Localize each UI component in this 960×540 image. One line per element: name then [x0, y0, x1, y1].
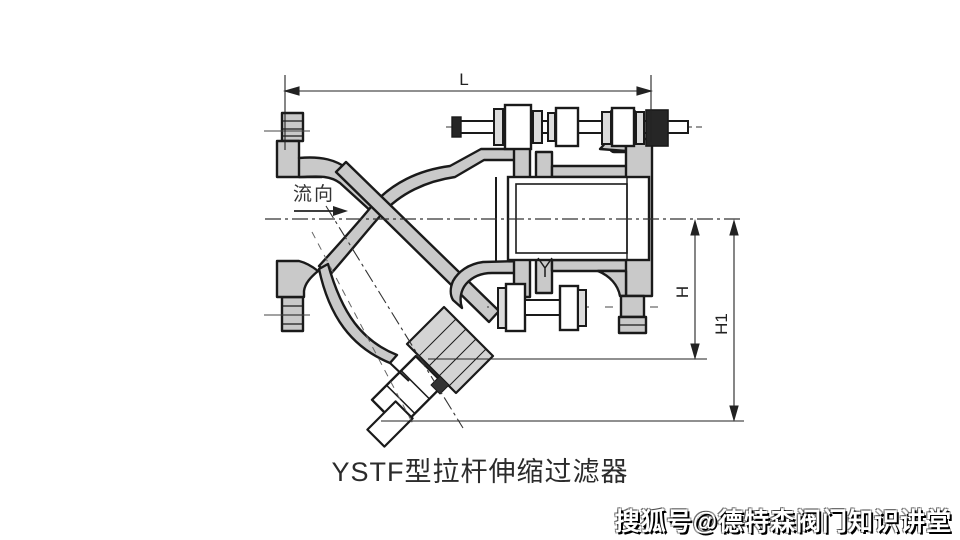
- chamber-bottom-wall: [449, 259, 525, 310]
- weld-mark: [537, 257, 553, 277]
- rod-end-nut: [645, 109, 669, 147]
- dim-label-H1: H1: [712, 313, 731, 335]
- figure-caption: YSTF型拉杆伸缩过滤器: [331, 457, 629, 487]
- flange-lower-plate: [275, 259, 320, 299]
- right-stud-upper: [619, 294, 646, 319]
- watermark-text: 搜狐号@德特森阀门知识讲堂: [614, 508, 952, 536]
- dimension-H1: H1: [381, 218, 744, 423]
- right-flange-gusset: [596, 269, 628, 298]
- arrowhead: [729, 405, 739, 423]
- washer: [493, 108, 504, 146]
- washer: [635, 111, 645, 145]
- washer: [532, 110, 543, 144]
- screen-line: [311, 231, 414, 425]
- flow-direction: 流向: [293, 183, 348, 216]
- strainer-cap-assembly: [366, 305, 495, 448]
- arrowhead: [729, 218, 739, 236]
- washer: [601, 111, 612, 145]
- tie-rod-nut: [610, 106, 636, 148]
- arrowhead: [690, 343, 700, 361]
- flange-stud-bottom: [280, 295, 305, 333]
- washer: [547, 112, 556, 142]
- tie-rod-nut: [503, 103, 533, 151]
- dimension-H: H: [428, 218, 707, 361]
- washer: [497, 287, 507, 329]
- washer: [577, 289, 587, 327]
- arrowhead: [282, 86, 300, 96]
- flow-arrowhead: [333, 206, 348, 216]
- arrowhead: [690, 218, 700, 236]
- flow-label: 流向: [293, 183, 335, 205]
- dim-label-H: H: [673, 286, 692, 298]
- bolt-head: [504, 282, 527, 333]
- center-marks: [264, 130, 658, 316]
- dim-label-L: L: [459, 70, 468, 89]
- rod-end-left: [451, 116, 462, 138]
- left-inlet-flange: [275, 111, 324, 333]
- strainer-pocket-wall: [317, 262, 399, 365]
- tie-rod-nut: [554, 106, 580, 148]
- bolt-nut: [558, 284, 580, 332]
- cap-end-nut: [366, 400, 414, 448]
- dimension-L: L: [282, 70, 654, 150]
- branch-centerline: [325, 205, 464, 429]
- bolt-shaft: [524, 299, 561, 316]
- arrowhead: [636, 86, 654, 96]
- tie-rod-assembly: [446, 103, 702, 151]
- flange-bolt-assembly: [487, 282, 595, 333]
